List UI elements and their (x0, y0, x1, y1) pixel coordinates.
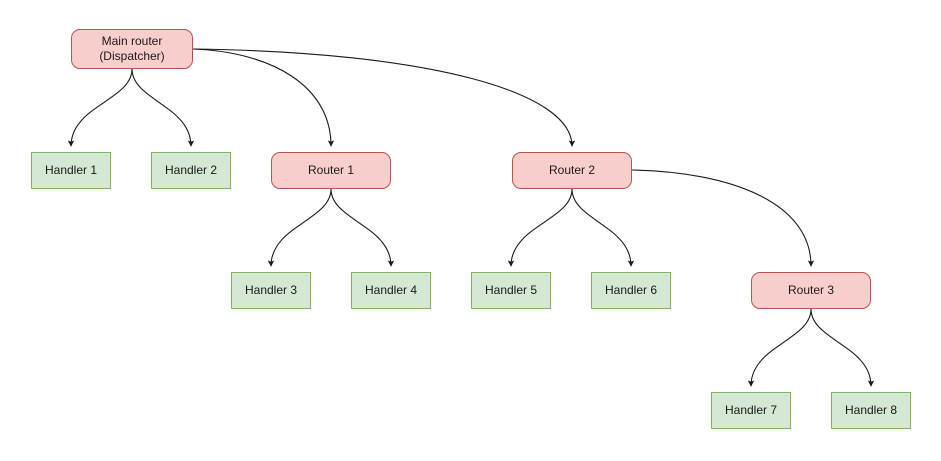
edge-router-2-to-handler-6 (571, 188, 635, 267)
node-label-handler-7: Handler 7 (724, 403, 778, 417)
node-label-handler-8: Handler 8 (844, 403, 898, 417)
node-handler-4[interactable]: Handler 4 (351, 272, 431, 309)
node-handler-3[interactable]: Handler 3 (231, 272, 311, 309)
node-label-router-2: Router 2 (548, 163, 596, 177)
node-label-handler-3: Handler 3 (244, 283, 298, 297)
edge-router-1-to-handler-4 (330, 188, 395, 267)
node-label-handler-1: Handler 1 (44, 163, 98, 177)
edge-main-router-to-handler-1 (67, 68, 133, 147)
node-handler-7[interactable]: Handler 7 (711, 392, 791, 429)
node-handler-8[interactable]: Handler 8 (831, 392, 911, 429)
node-router-2[interactable]: Router 2 (512, 152, 632, 189)
edge-main-router-to-router-2 (192, 48, 576, 147)
node-label-router-1: Router 1 (307, 163, 355, 177)
edge-router-3-to-handler-8 (810, 308, 875, 387)
node-handler-2[interactable]: Handler 2 (151, 152, 231, 189)
edge-router-2-to-router-3 (631, 169, 815, 267)
node-router-1[interactable]: Router 1 (271, 152, 391, 189)
node-handler-5[interactable]: Handler 5 (471, 272, 551, 309)
node-label-handler-4: Handler 4 (364, 283, 418, 297)
node-label-handler-5: Handler 5 (484, 283, 538, 297)
edge-router-2-to-handler-5 (507, 188, 573, 267)
node-label-router-3: Router 3 (787, 283, 835, 297)
node-label-handler-2: Handler 2 (164, 163, 218, 177)
edge-router-1-to-handler-3 (267, 188, 332, 267)
node-handler-6[interactable]: Handler 6 (591, 272, 671, 309)
node-router-3[interactable]: Router 3 (751, 272, 871, 309)
node-main-router[interactable]: Main router (Dispatcher) (71, 29, 193, 69)
edge-main-router-to-handler-2 (131, 68, 195, 147)
node-label-handler-6: Handler 6 (604, 283, 658, 297)
edge-main-router-to-router-1 (192, 48, 335, 147)
edge-router-3-to-handler-7 (747, 308, 812, 387)
node-label-main-router: Main router (Dispatcher) (99, 34, 165, 63)
node-handler-1[interactable]: Handler 1 (31, 152, 111, 189)
